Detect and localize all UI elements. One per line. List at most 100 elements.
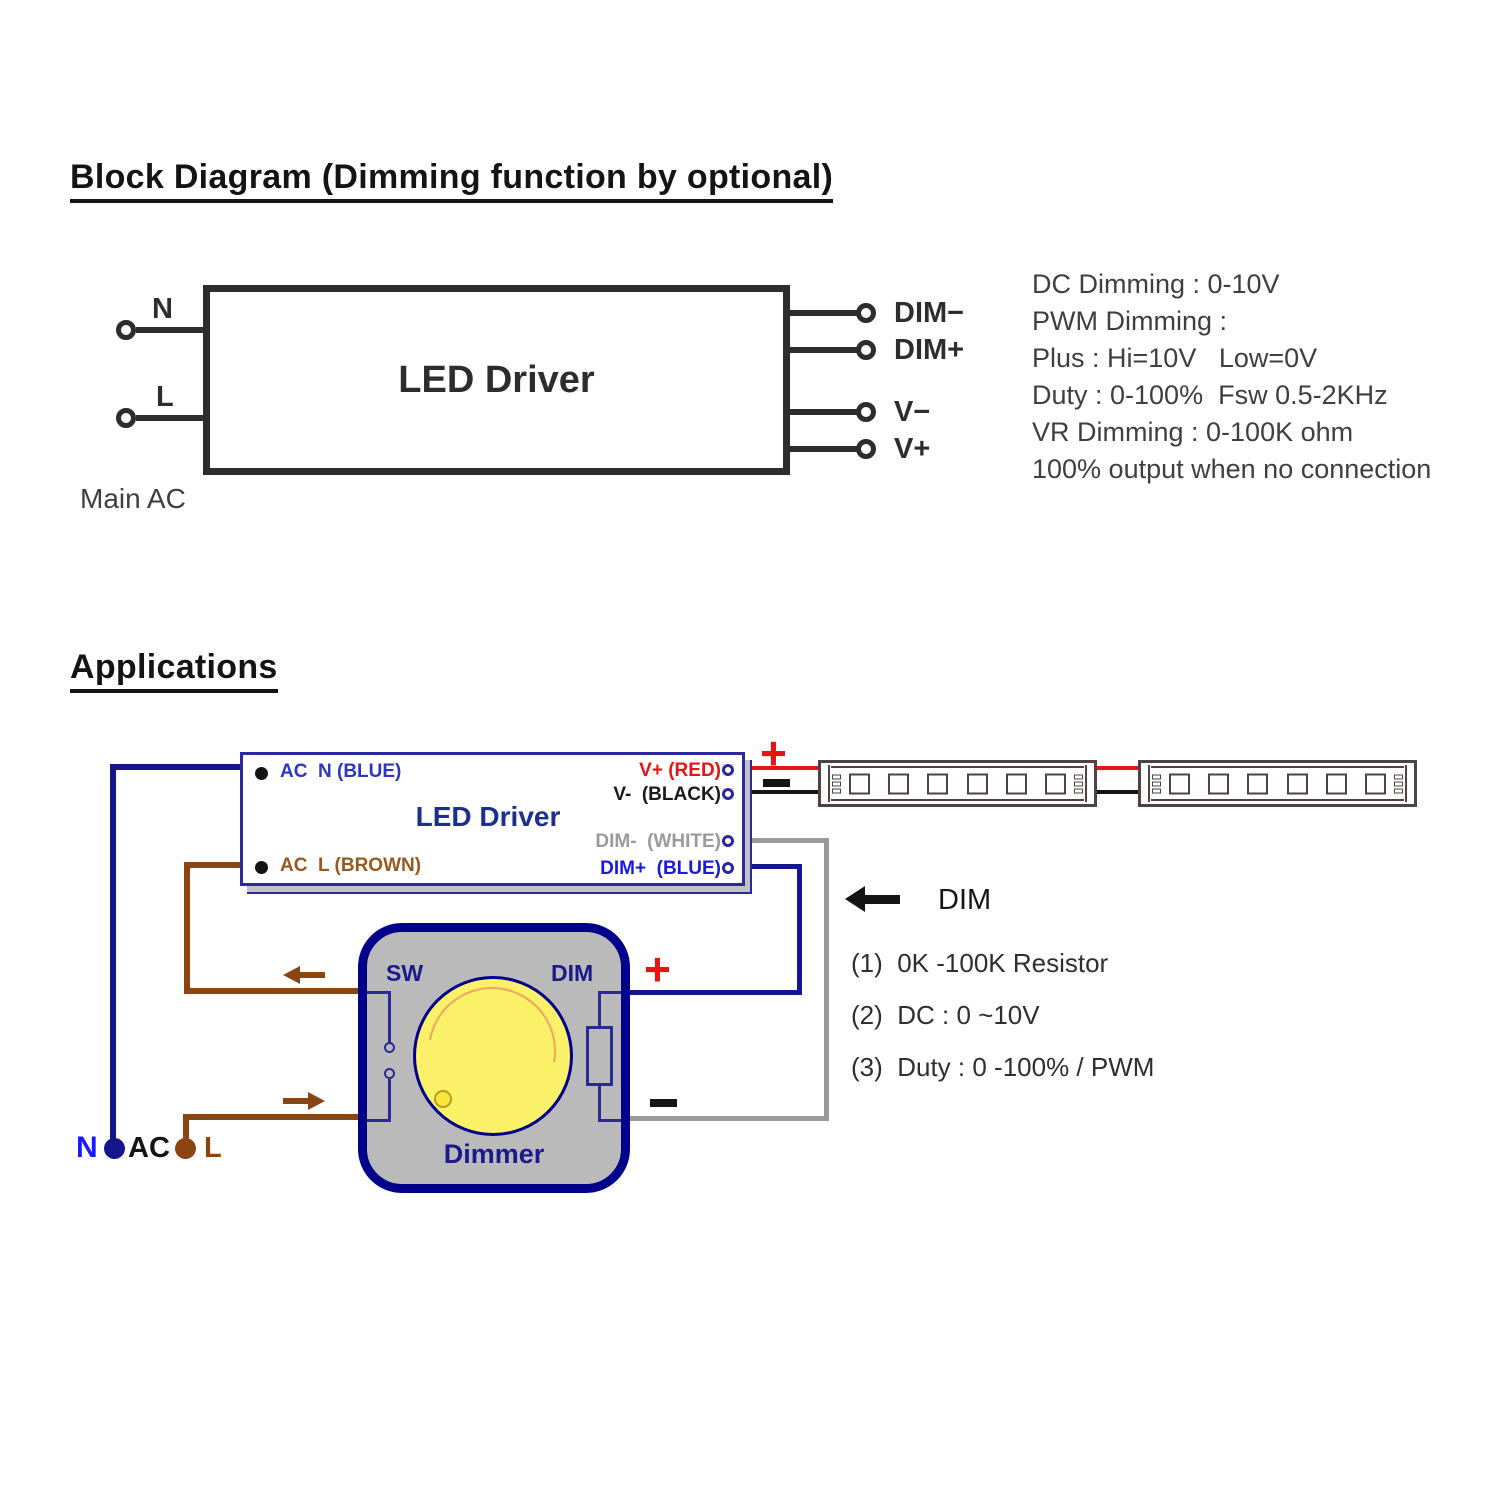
input-label-l: L bbox=[156, 381, 174, 413]
led-chip bbox=[1325, 773, 1347, 794]
led-chip bbox=[1208, 773, 1230, 794]
led-driver-app-box: AC N (BLUE) AC L (BROWN) LED Driver V+ (… bbox=[240, 752, 745, 886]
dim-plus-terminal bbox=[722, 862, 734, 874]
led-driver-block: LED Driver bbox=[203, 285, 790, 475]
dim-arrow-label: DIM bbox=[938, 884, 992, 916]
arrow-left-icon bbox=[283, 966, 300, 984]
led-chip bbox=[1005, 773, 1027, 794]
strip-cap-r bbox=[1405, 765, 1407, 802]
wire-l-to-sw-bottom bbox=[183, 1114, 360, 1120]
terminal-n-circle bbox=[116, 320, 136, 340]
dim-plus-label: DIM+ (BLUE) bbox=[600, 858, 721, 879]
strip-leds bbox=[1169, 773, 1386, 794]
led-chip bbox=[1044, 773, 1066, 794]
arrow-right-icon bbox=[308, 1092, 325, 1110]
main-ac-label: Main AC bbox=[80, 483, 186, 514]
wire-dim-plus-h1 bbox=[745, 864, 802, 869]
dim-arrow-shaft bbox=[864, 895, 900, 904]
switch-stub-bottom bbox=[367, 1119, 390, 1122]
connector-pin bbox=[1074, 781, 1083, 786]
input-label-n: N bbox=[152, 293, 173, 325]
led-chip bbox=[1169, 773, 1190, 794]
switch-stub-top bbox=[367, 991, 390, 994]
strip-connector-pins bbox=[1152, 774, 1161, 793]
v-plus-label: V+ (RED) bbox=[639, 760, 721, 781]
wire-l-to-sw-top bbox=[184, 988, 360, 994]
dimmer-name-label: Dimmer bbox=[443, 1139, 545, 1169]
led-strip bbox=[1138, 760, 1417, 807]
switch-line-top bbox=[388, 991, 391, 1043]
connector-pin bbox=[1394, 788, 1403, 793]
applications-title: Applications bbox=[70, 648, 278, 693]
mains-l-dot bbox=[175, 1138, 196, 1159]
wire-v-plus-stub bbox=[790, 446, 858, 452]
dim-arrow-icon bbox=[845, 886, 865, 912]
connector-pin bbox=[832, 781, 841, 786]
app-note-3: (3) Duty : 0 -100% / PWM bbox=[851, 1052, 1155, 1082]
strip-cap-l bbox=[1148, 765, 1150, 802]
output-label-v-minus: V− bbox=[894, 396, 931, 428]
strip-connector-pins bbox=[1074, 774, 1083, 793]
connector-pin bbox=[832, 788, 841, 793]
dimmer-sw-label: SW bbox=[386, 960, 424, 986]
app-note-2: (2) DC : 0 ~10V bbox=[851, 1000, 1040, 1030]
terminal-dim-minus-circle bbox=[856, 303, 876, 323]
arrow-left-shaft bbox=[299, 972, 325, 978]
output-label-v-plus: V+ bbox=[894, 433, 931, 465]
wire-l-upper-vertical bbox=[184, 862, 190, 994]
switch-line-bottom bbox=[388, 1079, 391, 1122]
wire-l-lower-vertical bbox=[183, 1114, 189, 1144]
knob-arc bbox=[402, 961, 582, 1141]
ac-n-label: AC N (BLUE) bbox=[280, 761, 402, 782]
strip-connector-pins bbox=[1394, 774, 1403, 793]
connector-pin bbox=[1074, 774, 1083, 779]
output-label-dim-plus: DIM+ bbox=[894, 334, 965, 366]
strip-cap-r bbox=[1085, 765, 1087, 802]
note-dc-dimming: DC Dimming : 0-10V bbox=[1032, 269, 1280, 299]
switch-contact-bottom bbox=[384, 1068, 395, 1079]
wire-dim-plus-h2 bbox=[630, 990, 802, 995]
wire-dim-minus-h1 bbox=[745, 838, 829, 843]
wire-l-stub bbox=[136, 415, 203, 421]
strip-minus-symbol bbox=[763, 779, 790, 787]
strip-connector-pins bbox=[832, 774, 841, 793]
terminal-dim-plus-circle bbox=[856, 340, 876, 360]
note-duty-fsw: Duty : 0-100% Fsw 0.5-2KHz bbox=[1032, 380, 1388, 410]
wire-v-minus-stub bbox=[790, 409, 858, 415]
led-chip bbox=[966, 773, 988, 794]
resistor-body bbox=[586, 1026, 613, 1086]
v-plus-terminal bbox=[722, 764, 734, 776]
mains-n-label: N bbox=[76, 1131, 98, 1164]
wire-v-plus-red-jumper bbox=[1097, 766, 1138, 770]
dimmer-knob[interactable] bbox=[402, 961, 582, 1141]
app-note-1: (1) 0K -100K Resistor bbox=[851, 948, 1109, 978]
note-plus-levels: Plus : Hi=10V Low=0V bbox=[1032, 343, 1318, 373]
ac-l-dot bbox=[255, 861, 268, 874]
note-vr-dimming: VR Dimming : 0-100K ohm bbox=[1032, 417, 1354, 447]
led-chip bbox=[1247, 773, 1269, 794]
terminal-l-circle bbox=[116, 408, 136, 428]
v-minus-label: V- (BLACK) bbox=[613, 784, 721, 805]
led-chip bbox=[927, 773, 949, 794]
wire-n-stub bbox=[136, 327, 203, 333]
connector-pin bbox=[1394, 781, 1403, 786]
wire-v-minus-black-jumper bbox=[1097, 790, 1138, 794]
dimmer-minus-symbol bbox=[650, 1099, 677, 1107]
wire-n-horizontal bbox=[110, 764, 240, 770]
led-chip bbox=[849, 773, 870, 794]
connector-pin bbox=[1074, 788, 1083, 793]
connector-pin bbox=[832, 774, 841, 779]
block-diagram-title: Block Diagram (Dimming function by optio… bbox=[70, 158, 834, 203]
strip-plus-symbol: + bbox=[760, 727, 787, 779]
dimming-notes: DC Dimming : 0-10V PWM Dimming : Plus : … bbox=[1032, 266, 1431, 488]
resistor-stub-bottom bbox=[598, 1119, 621, 1122]
wire-v-minus-black bbox=[745, 790, 818, 794]
note-full-output: 100% output when no connection bbox=[1032, 454, 1432, 484]
strip-rail-b bbox=[831, 799, 1084, 801]
dimmer-box: SW DIM Dimmer bbox=[358, 923, 630, 1193]
wire-l-upper-horizontal bbox=[184, 862, 240, 868]
led-driver-block-label: LED Driver bbox=[398, 358, 595, 401]
wire-n-vertical bbox=[110, 764, 116, 1142]
note-pwm-dimming: PWM Dimming : bbox=[1032, 306, 1227, 336]
